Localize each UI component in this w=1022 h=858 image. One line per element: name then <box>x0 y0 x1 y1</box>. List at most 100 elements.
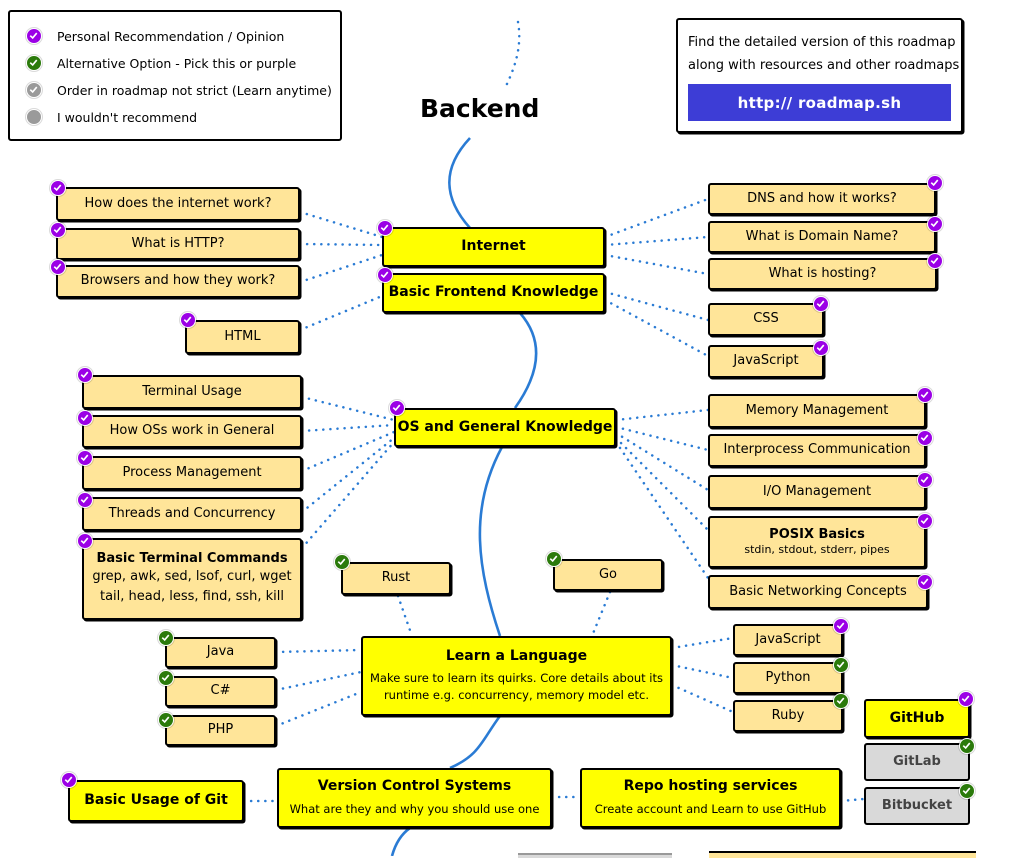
edge-os-posix <box>614 436 710 532</box>
info-box: Find the detailed version of this roadma… <box>676 18 963 133</box>
green-check-icon <box>833 657 849 673</box>
purple-check-icon <box>377 267 393 283</box>
node-basic-git[interactable]: Basic Usage of Git <box>68 780 244 822</box>
legend-label: Personal Recommendation / Opinion <box>57 28 285 44</box>
edge-os-threads <box>300 436 396 514</box>
node-dns[interactable]: DNS and how it works? <box>708 183 936 215</box>
node-os-general[interactable]: OS and General Knowledge <box>394 408 616 447</box>
edge-internet-dns <box>603 197 710 239</box>
node-threads-concurrency[interactable]: Threads and Concurrency <box>82 497 302 531</box>
purple-check-icon <box>77 533 93 549</box>
node-label: Basic Networking Concepts <box>729 583 907 599</box>
node-rust[interactable]: Rust <box>341 562 451 595</box>
green-check-icon <box>833 693 849 709</box>
edge-os-io <box>614 431 710 492</box>
description-line-1: Make sure to learn its quirks. Core deta… <box>369 671 664 685</box>
description-line-2: runtime e.g. concurrency, memory model e… <box>383 688 650 703</box>
node-bitbucket[interactable]: Bitbucket <box>864 787 970 825</box>
grey-dot-icon <box>26 109 42 125</box>
edge-lang-python <box>670 663 735 680</box>
purple-check-icon <box>958 691 974 707</box>
node-networking-concepts[interactable]: Basic Networking Concepts <box>708 575 928 609</box>
node-version-control[interactable]: Version Control Systems What are they an… <box>277 768 552 828</box>
node-ruby[interactable]: Ruby <box>733 700 843 732</box>
node-label: Basic Frontend Knowledge <box>388 284 599 301</box>
node-label: JavaScript <box>755 631 821 647</box>
node-memory-management[interactable]: Memory Management <box>708 394 926 428</box>
legend-item-alternative: Alternative Option - Pick this or purple <box>26 55 296 71</box>
node-hosting[interactable]: What is hosting? <box>708 258 937 290</box>
purple-check-icon <box>917 387 933 403</box>
node-label: PHP <box>207 722 234 738</box>
node-label: Bitbucket <box>881 797 953 813</box>
node-what-is-http[interactable]: What is HTTP? <box>56 228 300 260</box>
node-process-management[interactable]: Process Management <box>82 456 302 490</box>
purple-check-icon <box>927 175 943 191</box>
node-html[interactable]: HTML <box>185 320 300 354</box>
node-github[interactable]: GitHub <box>864 699 970 738</box>
roadmap-link-button[interactable]: http:// roadmap.sh <box>688 84 951 121</box>
green-check-icon <box>158 670 174 686</box>
node-basic-frontend[interactable]: Basic Frontend Knowledge <box>382 273 605 313</box>
legend-item-order: Order in roadmap not strict (Learn anyti… <box>26 82 332 98</box>
purple-check-icon <box>813 340 829 356</box>
node-label: OS and General Knowledge <box>397 418 613 435</box>
purple-check-icon <box>61 772 77 788</box>
node-label: Basic Terminal Commands <box>96 550 288 566</box>
node-repo-hosting[interactable]: Repo hosting services Create account and… <box>580 768 841 828</box>
node-label: DNS and how it works? <box>747 190 897 206</box>
node-browsers[interactable]: Browsers and how they work? <box>56 265 300 298</box>
node-terminal-usage[interactable]: Terminal Usage <box>82 375 302 409</box>
node-javascript-language[interactable]: JavaScript <box>733 624 843 656</box>
node-basic-terminal-commands[interactable]: Basic Terminal Commands grep, awk, sed, … <box>82 538 302 620</box>
node-label: Interprocess Communication <box>723 442 911 458</box>
node-css[interactable]: CSS <box>708 303 824 336</box>
node-php[interactable]: PHP <box>165 715 276 746</box>
edge-lang-ruby <box>670 683 735 714</box>
node-label: C# <box>210 683 231 699</box>
node-java[interactable]: Java <box>165 637 276 668</box>
purple-check-icon <box>50 259 66 275</box>
edge-os-networking <box>614 440 710 580</box>
edge-os-terminal <box>300 395 396 422</box>
node-javascript-frontend[interactable]: JavaScript <box>708 345 824 378</box>
node-posix-basics[interactable]: POSIX Basics stdin, stdout, stderr, pipe… <box>708 516 926 568</box>
edge-internet-domain <box>603 235 710 247</box>
edge-lang-csharp <box>274 670 363 692</box>
node-label: Terminal Usage <box>142 383 242 399</box>
node-label: What is hosting? <box>768 265 877 281</box>
edge-lang-js <box>670 636 735 650</box>
node-python[interactable]: Python <box>733 662 843 694</box>
node-io-management[interactable]: I/O Management <box>708 475 926 509</box>
roadmap-title: Backend <box>420 94 540 123</box>
legend-label: Alternative Option - Pick this or purple <box>57 55 297 71</box>
edge-lang-go <box>590 590 612 638</box>
node-label: Repo hosting services <box>623 778 798 795</box>
node-csharp[interactable]: C# <box>165 676 276 707</box>
node-label: Memory Management <box>745 402 889 418</box>
node-learn-language[interactable]: Learn a Language Make sure to learn its … <box>361 636 672 716</box>
edge-repo-bitbucket <box>839 797 866 803</box>
commands-line-1: grep, awk, sed, lsof, curl, wget <box>92 568 292 584</box>
purple-check-icon <box>389 400 405 416</box>
node-label: Process Management <box>122 464 262 480</box>
node-how-internet-works[interactable]: How does the internet work? <box>56 187 300 221</box>
node-description: Create account and Learn to use GitHub <box>594 801 827 816</box>
purple-check-icon <box>813 296 829 312</box>
edge-internet-how <box>298 210 384 239</box>
green-check-icon <box>334 554 350 570</box>
node-domain-name[interactable]: What is Domain Name? <box>708 221 936 253</box>
node-how-os-works[interactable]: How OSs work in General <box>82 415 302 448</box>
node-label: Ruby <box>771 707 805 723</box>
edge-os-memory <box>614 408 710 422</box>
edge-lang-java <box>274 648 363 654</box>
node-interprocess-communication[interactable]: Interprocess Communication <box>708 434 926 467</box>
node-go[interactable]: Go <box>553 559 663 591</box>
legend-item-not-recommended: I wouldn't recommend <box>26 109 197 125</box>
purple-check-icon <box>77 367 93 383</box>
node-gitlab[interactable]: GitLab <box>864 743 970 781</box>
legend-box: Personal Recommendation / Opinion Altern… <box>8 10 342 141</box>
node-internet[interactable]: Internet <box>382 227 605 267</box>
node-label: JavaScript <box>733 353 799 369</box>
